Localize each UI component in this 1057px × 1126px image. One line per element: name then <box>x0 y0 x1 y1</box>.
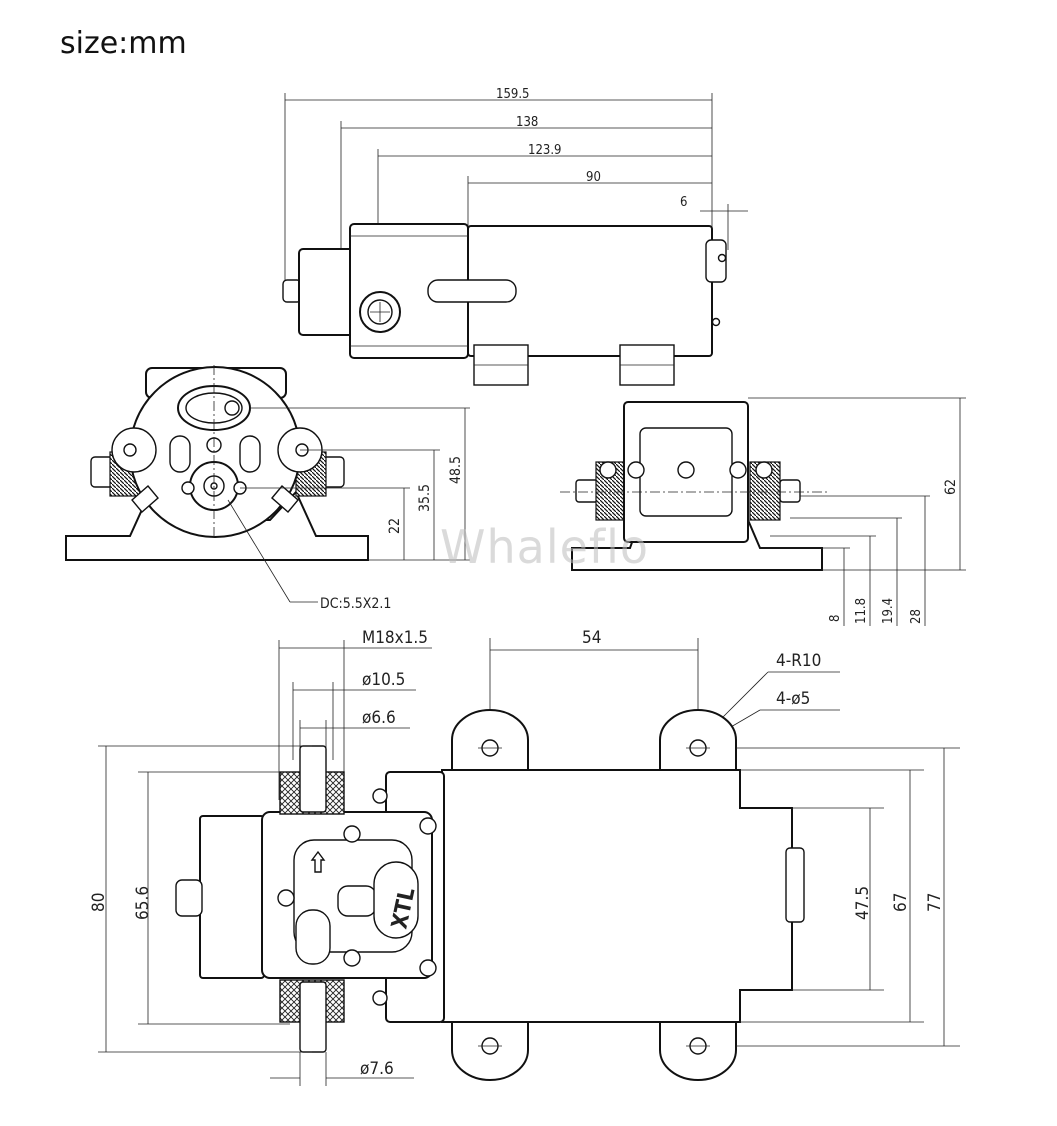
dim-35-5: 35.5 <box>417 484 433 512</box>
holes-label: 4-ø5 <box>776 689 810 709</box>
units-label: size:mm <box>60 26 187 61</box>
inner-diameter-label: ø6.6 <box>362 708 396 728</box>
dim-159-5: 159.5 <box>496 87 529 102</box>
outer-diameter-label: ø10.5 <box>362 670 405 690</box>
dim-65-6: 65.6 <box>133 886 153 920</box>
dim-80: 80 <box>89 893 109 912</box>
dim-28: 28 <box>909 609 924 624</box>
front-view: 48.5 35.5 22 DC:5.5X2.1 <box>65 365 470 612</box>
dim-67: 67 <box>891 893 911 912</box>
dim-138: 138 <box>516 115 538 130</box>
dim-47-5: 47.5 <box>853 886 873 920</box>
bottom-diameter-label: ø7.6 <box>360 1059 394 1079</box>
dim-11-8: 11.8 <box>854 598 869 624</box>
dim-6: 6 <box>680 195 687 210</box>
dc-connector-label: DC:5.5X2.1 <box>320 596 391 612</box>
dim-90: 90 <box>586 170 601 185</box>
dim-77: 77 <box>925 893 945 912</box>
side-view: 62 8 11.8 19.4 28 <box>560 397 966 626</box>
radius-label: 4-R10 <box>776 651 821 671</box>
plan-view: M18x1.5 ø10.5 ø6.6 54 4-R10 4-ø5 <box>89 628 960 1086</box>
dim-22: 22 <box>387 518 403 534</box>
dim-19-4: 19.4 <box>881 598 896 624</box>
dim-8: 8 <box>828 615 843 622</box>
watermark: Whaleflo <box>440 520 650 574</box>
dim-62: 62 <box>943 479 959 495</box>
hole-spacing-label: 54 <box>582 628 601 648</box>
thread-label: M18x1.5 <box>362 628 428 648</box>
dim-48-5: 48.5 <box>448 456 464 484</box>
top-view: 159.5 138 123.9 90 6 <box>282 87 748 386</box>
dim-123-9: 123.9 <box>528 143 561 158</box>
